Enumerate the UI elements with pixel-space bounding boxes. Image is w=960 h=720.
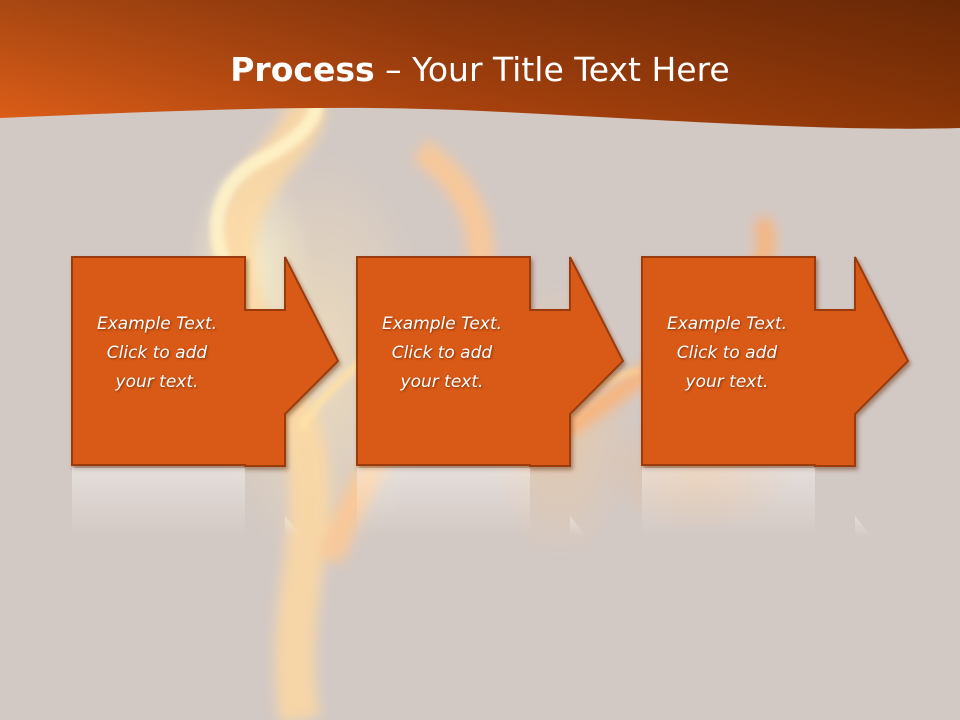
process-step-2[interactable]: Example Text. Click to add your text.: [356, 256, 702, 467]
arrow-box-shape: [71, 256, 340, 467]
arrow-box-shape: [641, 256, 910, 467]
step-text-line: Click to add: [676, 343, 778, 363]
step-text-line: Click to add: [106, 343, 208, 363]
title-rest-text: – Your Title Text Here: [374, 50, 730, 89]
step-text-line: Example Text.: [96, 314, 218, 334]
step-text-line: Example Text.: [666, 314, 788, 334]
title-banner: [0, 0, 960, 129]
process-step-1[interactable]: Example Text. Click to add your text.: [71, 256, 417, 467]
step-text-line: your text.: [115, 372, 199, 392]
step-text-line: Click to add: [391, 343, 493, 363]
process-step-3[interactable]: Example Text. Click to add your text.: [641, 256, 960, 467]
step-text-line: Example Text.: [381, 314, 503, 334]
step-text[interactable]: Example Text. Click to add your text.: [647, 310, 807, 397]
step-text-line: your text.: [685, 372, 769, 392]
title-bold-text: Process: [230, 50, 375, 89]
step-text[interactable]: Example Text. Click to add your text.: [77, 310, 237, 397]
step-text[interactable]: Example Text. Click to add your text.: [362, 310, 522, 397]
slide-title[interactable]: Process – Your Title Text Here: [0, 50, 960, 89]
step-text-line: your text.: [400, 372, 484, 392]
arrow-box-shape: [356, 256, 625, 467]
